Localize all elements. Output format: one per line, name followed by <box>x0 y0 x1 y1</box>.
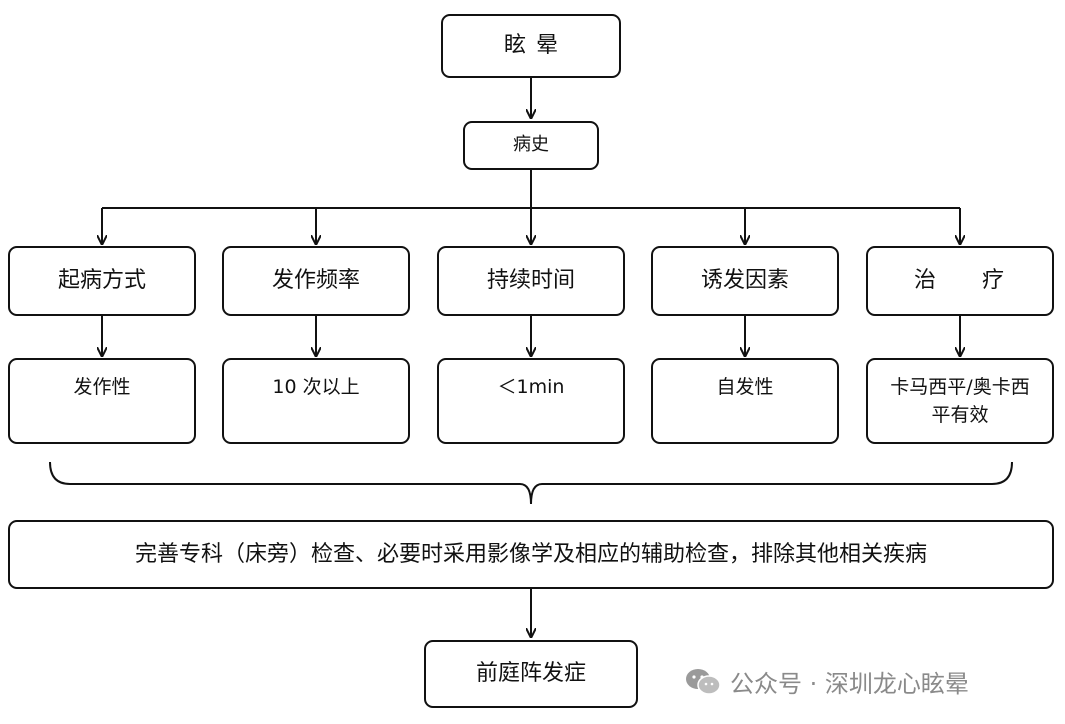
category-node-trigger: 诱发因素 <box>651 246 839 316</box>
finding-node-treatment: 卡马西平/奥卡西平有效 <box>866 358 1054 444</box>
history-text: 病史 <box>513 134 549 156</box>
category-node-frequency: 发作频率 <box>222 246 410 316</box>
category-label: 持续时间 <box>486 268 575 294</box>
finding-node-frequency: 10 次以上 <box>222 358 410 444</box>
finding-node-trigger: 自发性 <box>651 358 839 444</box>
history-node: 病史 <box>463 121 599 170</box>
finding-text: 自发性 <box>716 376 774 398</box>
finding-text: 发作性 <box>73 376 131 398</box>
category-label: 起病方式 <box>57 268 146 294</box>
title-text: 眩晕 <box>503 33 568 59</box>
finding-text: 10 次以上 <box>272 376 360 398</box>
wechat-icon <box>686 668 721 695</box>
summary-brace <box>49 461 1013 505</box>
category-node-onset: 起病方式 <box>8 246 196 316</box>
diagnosis-node: 前庭阵发症 <box>424 640 638 708</box>
category-label-left: 治 <box>914 268 937 294</box>
finding-text: ＜1min <box>497 376 565 398</box>
category-node-treatment: 治 疗 <box>866 246 1054 316</box>
finding-node-onset: 发作性 <box>8 358 196 444</box>
category-label: 诱发因素 <box>700 268 789 294</box>
category-label: 发作频率 <box>271 268 360 294</box>
finding-node-duration: ＜1min <box>437 358 625 444</box>
category-label-right: 疗 <box>981 268 1004 294</box>
category-node-duration: 持续时间 <box>437 246 625 316</box>
watermark: 公众号 · 深圳龙心眩晕 <box>684 664 969 699</box>
examination-text: 完善专科（床旁）检查、必要时采用影像学及相应的辅助检查，排除其他相关疾病 <box>134 541 927 567</box>
watermark-text: 公众号 · 深圳龙心眩晕 <box>730 670 969 698</box>
diagnosis-text: 前庭阵发症 <box>475 661 586 687</box>
finding-text: 卡马西平/奥卡西平有效 <box>890 376 1030 426</box>
examination-node: 完善专科（床旁）检查、必要时采用影像学及相应的辅助检查，排除其他相关疾病 <box>8 520 1054 589</box>
title-node: 眩晕 <box>441 14 621 78</box>
